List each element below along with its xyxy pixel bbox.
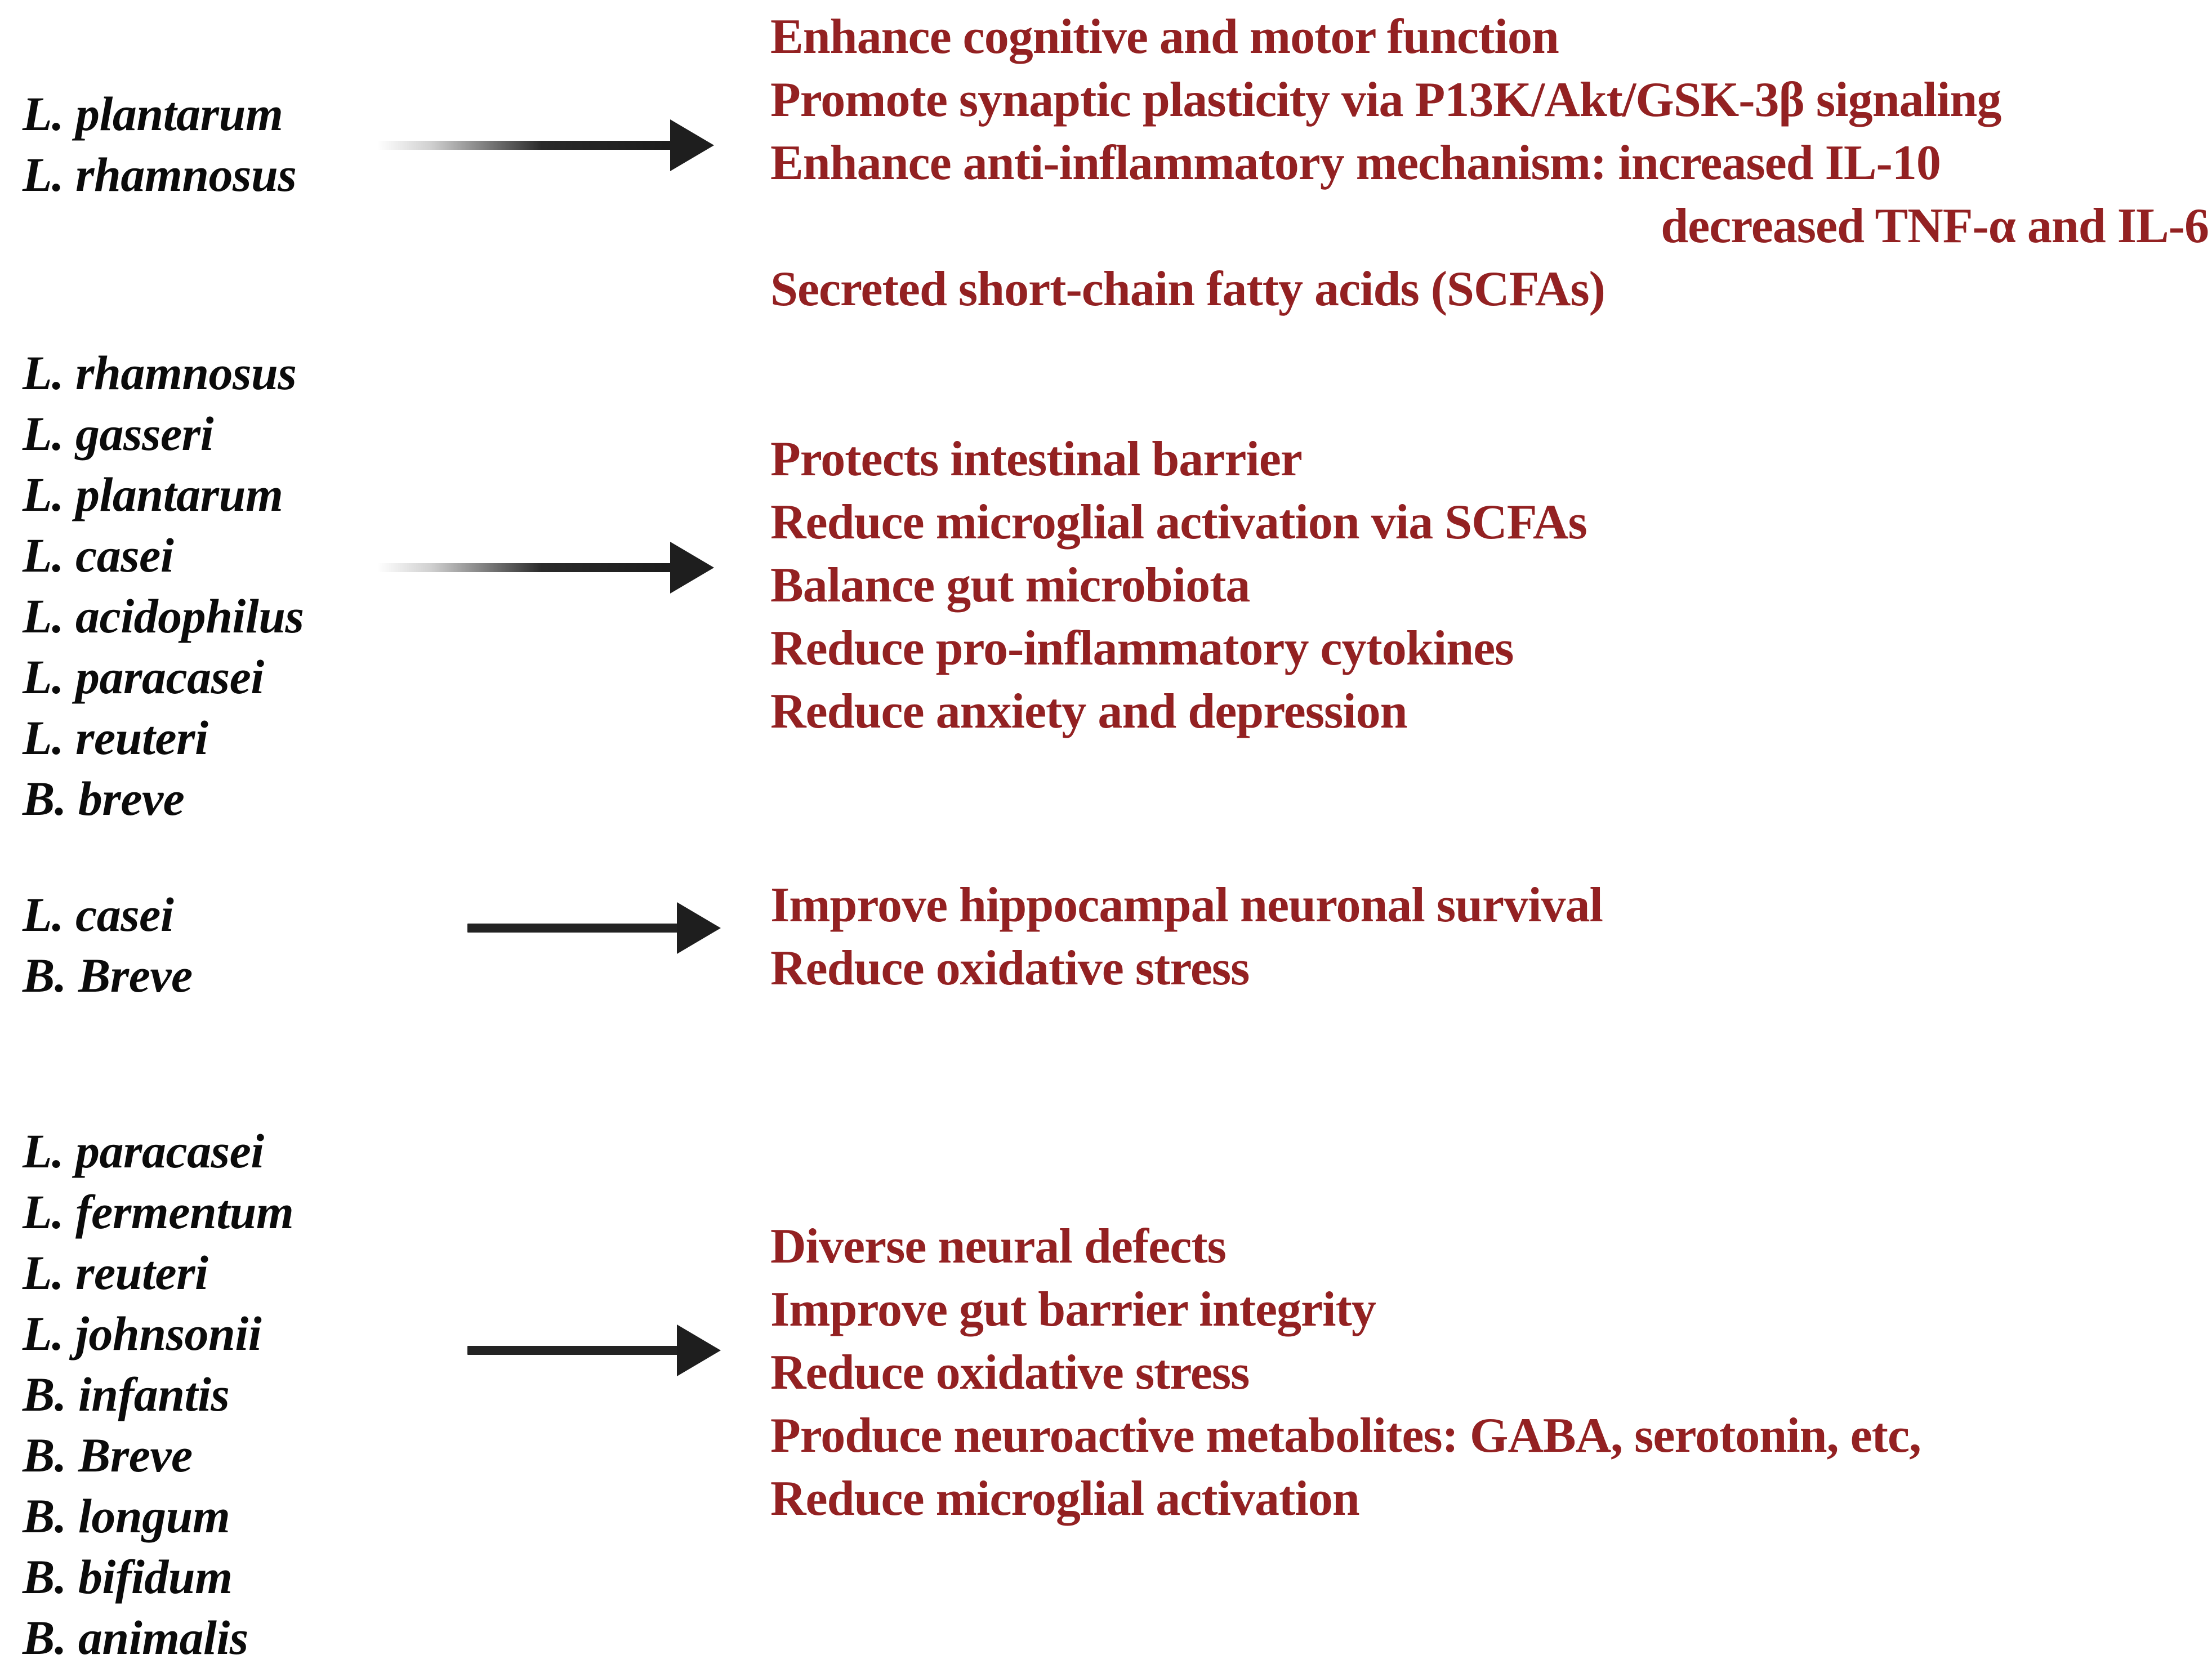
arrow-shaft (467, 924, 681, 933)
effect-item: Reduce pro-inflammatory cytokines (770, 621, 1514, 676)
species-item: B. breve (23, 771, 185, 826)
arrow-block-3 (467, 895, 721, 963)
effect-item: Produce neuroactive metabolites: GABA, s… (770, 1408, 1921, 1463)
effect-item: decreased TNF-α and IL-6 (1661, 199, 2209, 253)
effect-item: Diverse neural defects (770, 1219, 1227, 1274)
species-item: B. infantis (23, 1367, 230, 1421)
species-item: B. bifidum (23, 1550, 233, 1604)
effect-item: Reduce microglial activation via SCFAs (770, 495, 1587, 550)
effect-item: Improve hippocampal neuronal survival (770, 878, 1603, 933)
species-item: B. animalis (23, 1611, 248, 1665)
effect-item: Reduce oxidative stress (770, 1345, 1250, 1400)
species-item: L. reuteri (23, 711, 208, 765)
arrow-shaft (377, 563, 676, 572)
species-item: B. longum (23, 1489, 230, 1543)
species-list-block-4: L. paracasei L. fermentum L. reuteri L. … (23, 1121, 294, 1668)
species-item: B. Breve (23, 948, 193, 1002)
species-item: L. fermentum (23, 1185, 294, 1239)
effect-item: Enhance cognitive and motor function (770, 10, 1559, 64)
arrow-head-icon (677, 1324, 721, 1376)
arrow-shaft (467, 1346, 681, 1355)
effect-item: Reduce microglial activation (770, 1471, 1360, 1526)
species-list-block-1: L. plantarum L. rhamnosus (23, 83, 297, 205)
arrow-block-1 (377, 113, 715, 180)
arrow-head-icon (677, 902, 721, 954)
effects-list-block-4: Diverse neural defects Improve gut barri… (770, 1215, 2212, 1531)
effects-list-block-2: Protects intestinal barrier Reduce micro… (770, 428, 2212, 743)
arrow-block-4 (467, 1318, 721, 1385)
effect-item: Secreted short-chain fatty acids (SCFAs) (770, 262, 1606, 316)
probiotic-effects-diagram: L. plantarum L. rhamnosus Enhance cognit… (23, 6, 2212, 1665)
species-item: L. plantarum (23, 467, 283, 521)
species-list-block-3: L. casei B. Breve (23, 884, 193, 1006)
species-item: L. paracasei (23, 1124, 264, 1178)
species-item: L. casei (23, 528, 174, 582)
effect-item: Promote synaptic plasticity via P13K/Akt… (770, 73, 2001, 127)
species-item: L. gasseri (23, 407, 213, 461)
species-item: L. paracasei (23, 650, 264, 704)
arrow-block-2 (377, 535, 715, 603)
arrow-head-icon (670, 542, 714, 594)
arrow-shaft (377, 141, 676, 150)
species-item: L. rhamnosus (23, 148, 297, 202)
effects-list-block-1: Enhance cognitive and motor function Pro… (770, 6, 2212, 321)
effect-item: Balance gut microbiota (770, 558, 1250, 613)
species-item: B. Breve (23, 1428, 193, 1482)
arrow-head-icon (670, 119, 714, 171)
effect-item: Reduce anxiety and depression (770, 684, 1408, 739)
species-item: L. plantarum (23, 87, 283, 141)
effect-item: Enhance anti-inflammatory mechanism: inc… (770, 136, 1941, 190)
species-item: L. johnsonii (23, 1306, 262, 1361)
effect-item: Reduce oxidative stress (770, 941, 1250, 996)
species-item: L. reuteri (23, 1246, 208, 1300)
species-item: L. casei (23, 887, 174, 942)
species-list-block-2: L. rhamnosus L. gasseri L. plantarum L. … (23, 342, 304, 829)
effect-item: Protects intestinal barrier (770, 432, 1303, 487)
effect-item: Improve gut barrier integrity (770, 1282, 1376, 1337)
species-item: L. acidophilus (23, 589, 304, 643)
effects-list-block-3: Improve hippocampal neuronal survival Re… (770, 874, 2212, 1000)
species-item: L. rhamnosus (23, 346, 297, 400)
